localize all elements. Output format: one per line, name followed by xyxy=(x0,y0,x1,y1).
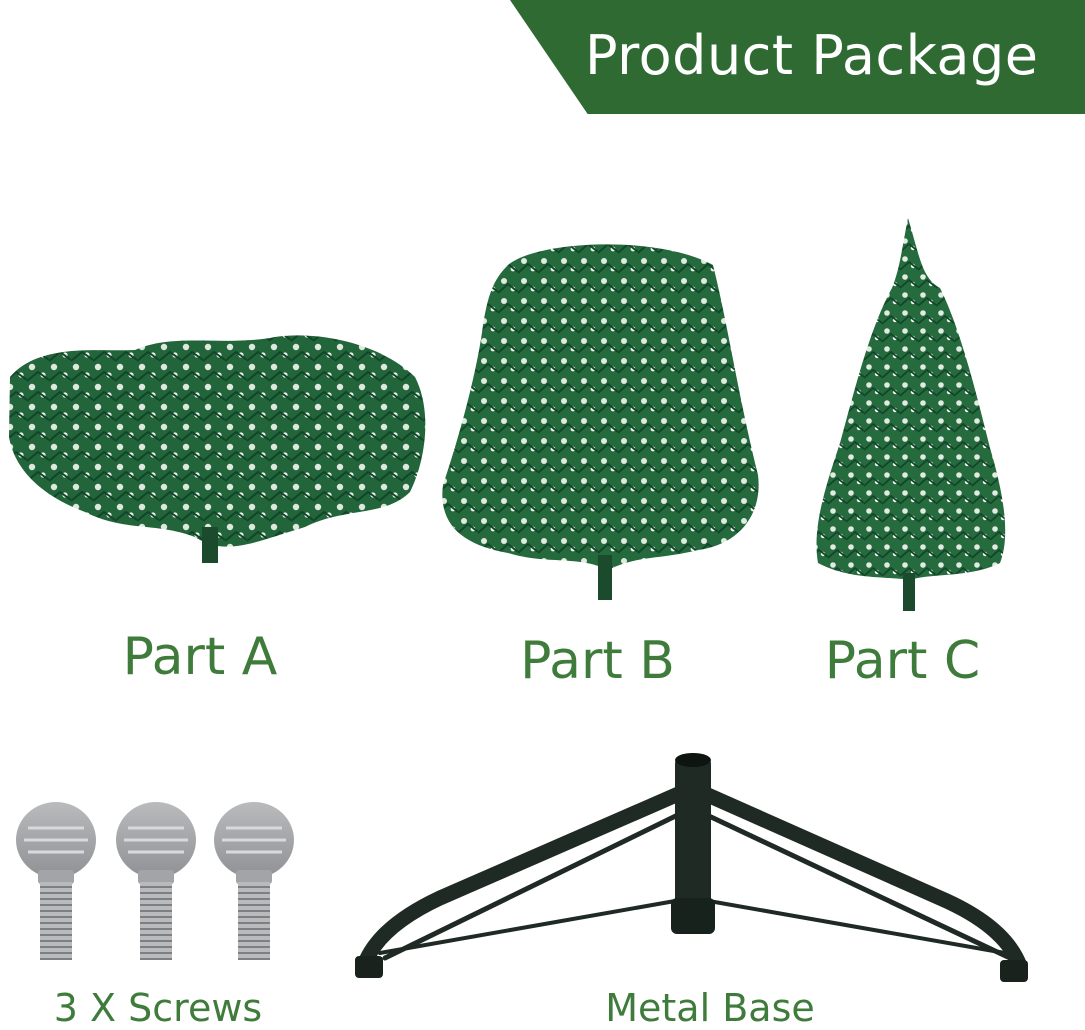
metal-base-image xyxy=(355,753,1028,982)
part-c-label: Part C xyxy=(824,631,981,691)
screws-image xyxy=(16,802,294,960)
screw-3 xyxy=(214,802,294,960)
part-a-image xyxy=(9,335,426,563)
screw-2 xyxy=(116,802,196,960)
screw-1 xyxy=(16,802,96,960)
screws-label: 3 X Screws xyxy=(53,986,263,1030)
part-b-image xyxy=(442,244,759,600)
part-b-label: Part B xyxy=(520,631,675,691)
part-a-label: Part A xyxy=(122,627,278,687)
metal-base-label: Metal Base xyxy=(605,986,815,1030)
page-title: Product Package xyxy=(585,24,1039,87)
header-banner xyxy=(510,0,1085,114)
part-c-image xyxy=(816,218,1006,611)
